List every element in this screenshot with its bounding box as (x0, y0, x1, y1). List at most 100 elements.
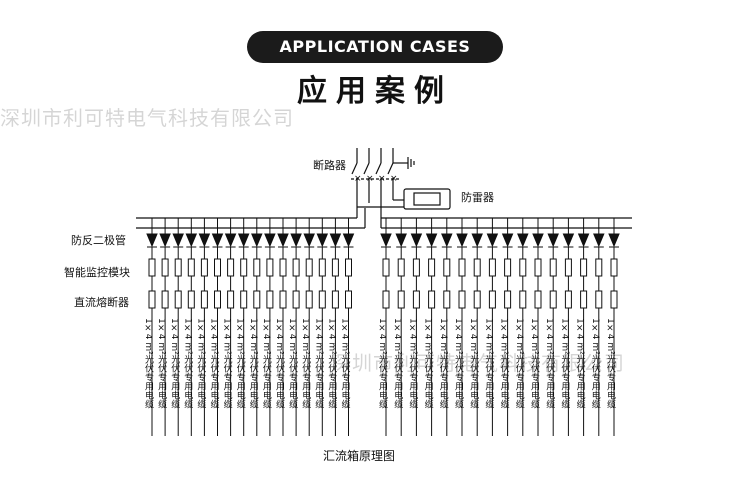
breaker-contact (363, 162, 370, 175)
diode-symbol (303, 233, 315, 248)
fuse (610, 290, 618, 309)
cable-label: 1×4 m²光伏专用电缆 (274, 318, 285, 410)
diagram-caption: 汇流箱原理图 (323, 448, 395, 463)
left-branch (303, 218, 315, 436)
cable-label: 1×4 m²光伏专用电缆 (499, 318, 510, 410)
fuse (549, 290, 557, 309)
diode-symbol (224, 233, 237, 248)
cable-label: 1×4 m²光伏专用电缆 (209, 318, 220, 410)
cable-label: 1×4 m²光伏专用电缆 (143, 318, 154, 410)
cable-label: 1×4 m²光伏专用电缆 (514, 318, 525, 410)
monitor-module (595, 258, 603, 277)
diode-symbol (198, 233, 211, 248)
fuse (200, 290, 208, 309)
diode-symbol (146, 233, 158, 248)
cable-label: 1×4 m²光伏专用电缆 (182, 318, 193, 410)
fuse-label: 直流熔断器 (74, 295, 129, 309)
monitor-module (488, 258, 496, 277)
fuse (318, 290, 326, 309)
breaker-contact-mark: × (366, 174, 374, 184)
diode-symbol (237, 233, 250, 248)
right-branch (608, 218, 620, 436)
fuse (227, 290, 235, 309)
diode-symbol (517, 233, 529, 248)
surge-protector-inner (413, 192, 441, 206)
left-branch (342, 218, 355, 436)
cable-label: 1×4 m²光伏专用电缆 (313, 318, 324, 410)
watermark-bottom: 深圳市利可特电气科技有限公司 (331, 351, 625, 375)
monitor-module (200, 258, 208, 277)
monitor-module (519, 258, 527, 277)
monitor-module (382, 258, 390, 277)
diode-symbol (593, 233, 605, 248)
monitor-module-label: 智能监控模块 (64, 265, 130, 279)
fuse (187, 290, 195, 309)
breaker-contact (375, 162, 382, 175)
diode-symbol (159, 233, 171, 248)
fuse (412, 290, 420, 309)
diode-symbol (441, 233, 453, 248)
monitor-module (428, 258, 436, 277)
diode-symbol (251, 233, 263, 248)
diode-symbol (532, 233, 544, 248)
fuse (595, 290, 603, 309)
cable-label: 1×4 m²光伏专用电缆 (248, 318, 258, 410)
monitor-module (161, 258, 169, 277)
cable-label: 1×4 m²光伏专用电缆 (468, 318, 479, 410)
diode-symbol (290, 233, 302, 248)
breaker-contact (351, 162, 358, 175)
cable-label: 1×4 m²光伏专用电缆 (438, 318, 449, 410)
monitor-module (253, 258, 261, 277)
left-branch (172, 218, 184, 436)
diode-symbol (410, 233, 423, 248)
fuse (397, 290, 405, 309)
left-branch (277, 218, 289, 436)
fuse (214, 290, 221, 309)
left-branch (329, 218, 342, 436)
cable-label: 1×4 m²光伏专用电缆 (575, 318, 586, 410)
diode-symbol (547, 233, 559, 248)
diode-symbol (342, 233, 355, 248)
breaker-label: 断路器 (313, 158, 346, 172)
monitor-module (549, 258, 557, 277)
fuse (488, 290, 496, 309)
fuse (443, 290, 451, 309)
monitor-module (318, 258, 326, 277)
diode-symbol (471, 233, 483, 248)
application-cases-badge: APPLICATION CASES (247, 31, 503, 63)
fuse (519, 290, 527, 309)
right-branch (380, 218, 392, 436)
left-branch (198, 218, 211, 436)
monitor-module (458, 258, 466, 277)
right-branch (425, 218, 438, 436)
monitor-module (564, 258, 572, 277)
monitor-module (240, 258, 248, 277)
monitor-module (580, 258, 588, 277)
left-branch (290, 218, 302, 436)
cable-label: 1×4 m²光伏专用电缆 (261, 318, 272, 410)
fuse (473, 290, 481, 309)
fuse (331, 290, 339, 309)
cable-label: 1×4 m²光伏专用电缆 (195, 318, 206, 410)
cable-label: 1×4 m²光伏专用电缆 (544, 318, 555, 410)
monitor-module (266, 258, 274, 277)
left-branch (264, 218, 276, 436)
fuse (345, 290, 352, 309)
fuse (534, 290, 542, 309)
diode-symbol (486, 233, 499, 248)
fuse (253, 290, 261, 309)
diode-symbol (577, 233, 590, 248)
cable-label: 1×4 m²光伏专用电缆 (287, 318, 298, 410)
right-branch (486, 218, 499, 436)
monitor-module (331, 258, 339, 277)
diode-symbol (380, 233, 392, 248)
cable-label: 1×4 m²光伏专用电缆 (423, 318, 434, 410)
fuse (305, 290, 313, 309)
diode-symbol (456, 233, 468, 248)
cable-label: 1×4 m²光伏专用电缆 (483, 318, 494, 410)
diode-symbol (425, 233, 438, 248)
right-branch (441, 218, 453, 436)
left-branch (159, 218, 171, 436)
watermark-top: 深圳市利可特电气科技有限公司 (0, 106, 294, 130)
